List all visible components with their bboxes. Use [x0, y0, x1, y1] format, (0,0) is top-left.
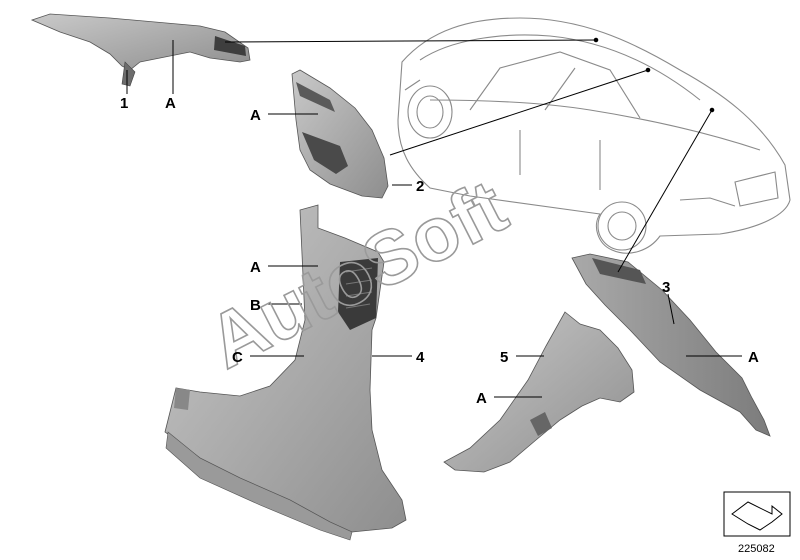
callout-4-b: B [250, 297, 261, 314]
callout-2-a: A [250, 107, 261, 124]
callout-5: 5 [500, 349, 508, 366]
callout-3: 3 [662, 279, 670, 296]
trim-panel-5 [443, 311, 635, 473]
trim-panel-1 [30, 13, 251, 87]
callout-1: 1 [120, 95, 128, 112]
callout-4: 4 [416, 349, 425, 366]
callout-3-a: A [748, 349, 759, 366]
callout-labels: 1 A A 2 A B C 4 3 A 5 A [120, 95, 759, 407]
callout-2: 2 [416, 178, 424, 195]
trim-panel-2 [291, 69, 389, 199]
sedan-outline-icon [397, 17, 791, 254]
callout-5-a: A [476, 390, 487, 407]
callout-4-a: A [250, 259, 261, 276]
diagram-number: 225082 [738, 543, 775, 555]
callout-1-a: A [165, 95, 176, 112]
trim-panel-4 [164, 204, 407, 541]
arrow-bracket-icon [723, 491, 791, 537]
leader-lines [126, 37, 742, 398]
callout-4-c: C [232, 349, 243, 366]
